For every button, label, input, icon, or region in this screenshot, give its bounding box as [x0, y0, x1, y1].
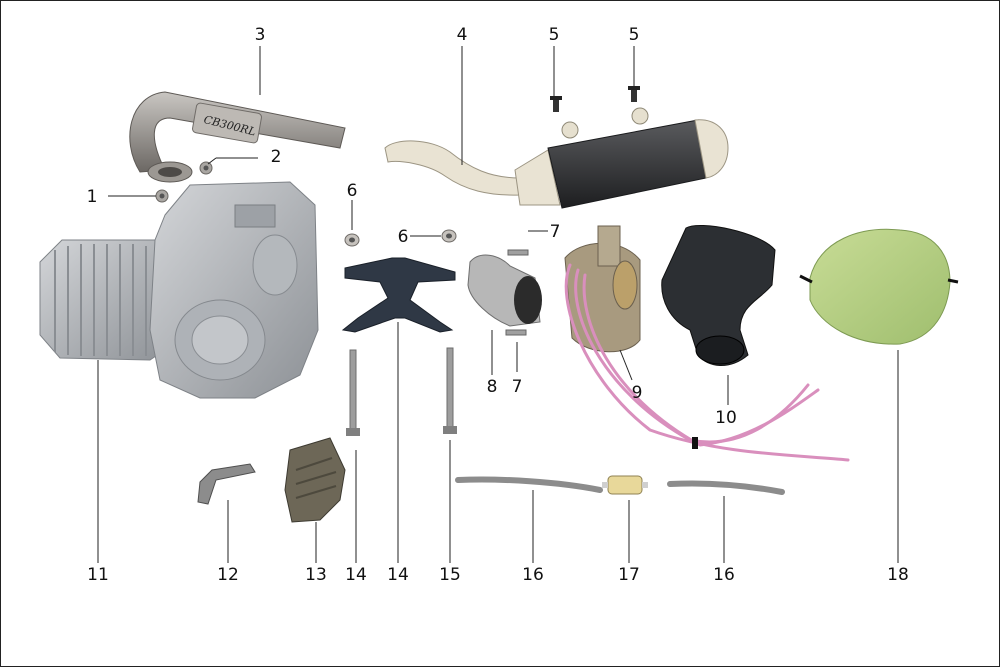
- callout-number: 6: [347, 181, 358, 201]
- fuel-filter-part: [602, 475, 648, 495]
- air-filter-part: [799, 228, 959, 345]
- long-bolt-part: [443, 347, 457, 434]
- bolt-part: [550, 96, 562, 112]
- callout-number: 16: [522, 565, 544, 585]
- callout-number: 6: [398, 227, 409, 247]
- engine-part: [39, 181, 319, 399]
- muffler-part: [384, 107, 729, 209]
- carburetor-part: [564, 225, 850, 462]
- callout-number: 5: [549, 25, 560, 45]
- leader-line: [207, 157, 217, 165]
- callout-number: 16: [713, 565, 735, 585]
- callout-labels: 1 2 3 4 5 5 6 6 7 7 8 9 10 11 12 13 14 1…: [87, 25, 909, 585]
- callout-number: 3: [255, 25, 266, 45]
- kick-lever-part: [197, 463, 256, 505]
- callout-number: 9: [632, 383, 643, 403]
- callout-number: 7: [550, 222, 561, 242]
- callout-number: 12: [217, 565, 239, 585]
- callout-number: 13: [305, 565, 327, 585]
- air-box-part: [661, 225, 776, 366]
- callout-number: 1: [87, 187, 98, 207]
- engine-mount-bracket-part: [341, 257, 456, 333]
- callout-number: 15: [439, 565, 461, 585]
- callout-number: 18: [887, 565, 909, 585]
- callout-number: 8: [487, 377, 498, 397]
- header-pipe-part: CB300RL: [129, 91, 346, 183]
- washer-part: [344, 233, 360, 247]
- sprocket-cover-part: [284, 437, 346, 523]
- callout-number: 2: [271, 147, 282, 167]
- screw-part: [507, 249, 529, 256]
- bolt-part: [628, 86, 640, 102]
- fuel-hose-part: [667, 480, 785, 495]
- screw-part: [505, 329, 527, 336]
- gasket-part: [155, 189, 169, 203]
- callout-number: 17: [618, 565, 640, 585]
- callout-number: 7: [512, 377, 523, 397]
- callout-number: 4: [457, 25, 468, 45]
- callout-number: 10: [715, 408, 737, 428]
- long-bolt-part: [346, 349, 360, 436]
- nut-part: [199, 161, 213, 175]
- leader-line: [619, 349, 633, 381]
- callout-number: 14: [387, 565, 409, 585]
- callout-number: 14: [345, 565, 367, 585]
- fuel-hose-part: [455, 476, 603, 493]
- callout-number: 11: [87, 565, 109, 585]
- leader-lines: [97, 46, 899, 563]
- callout-number: 5: [629, 25, 640, 45]
- intake-manifold-part: [467, 254, 542, 327]
- washer-part: [441, 229, 457, 243]
